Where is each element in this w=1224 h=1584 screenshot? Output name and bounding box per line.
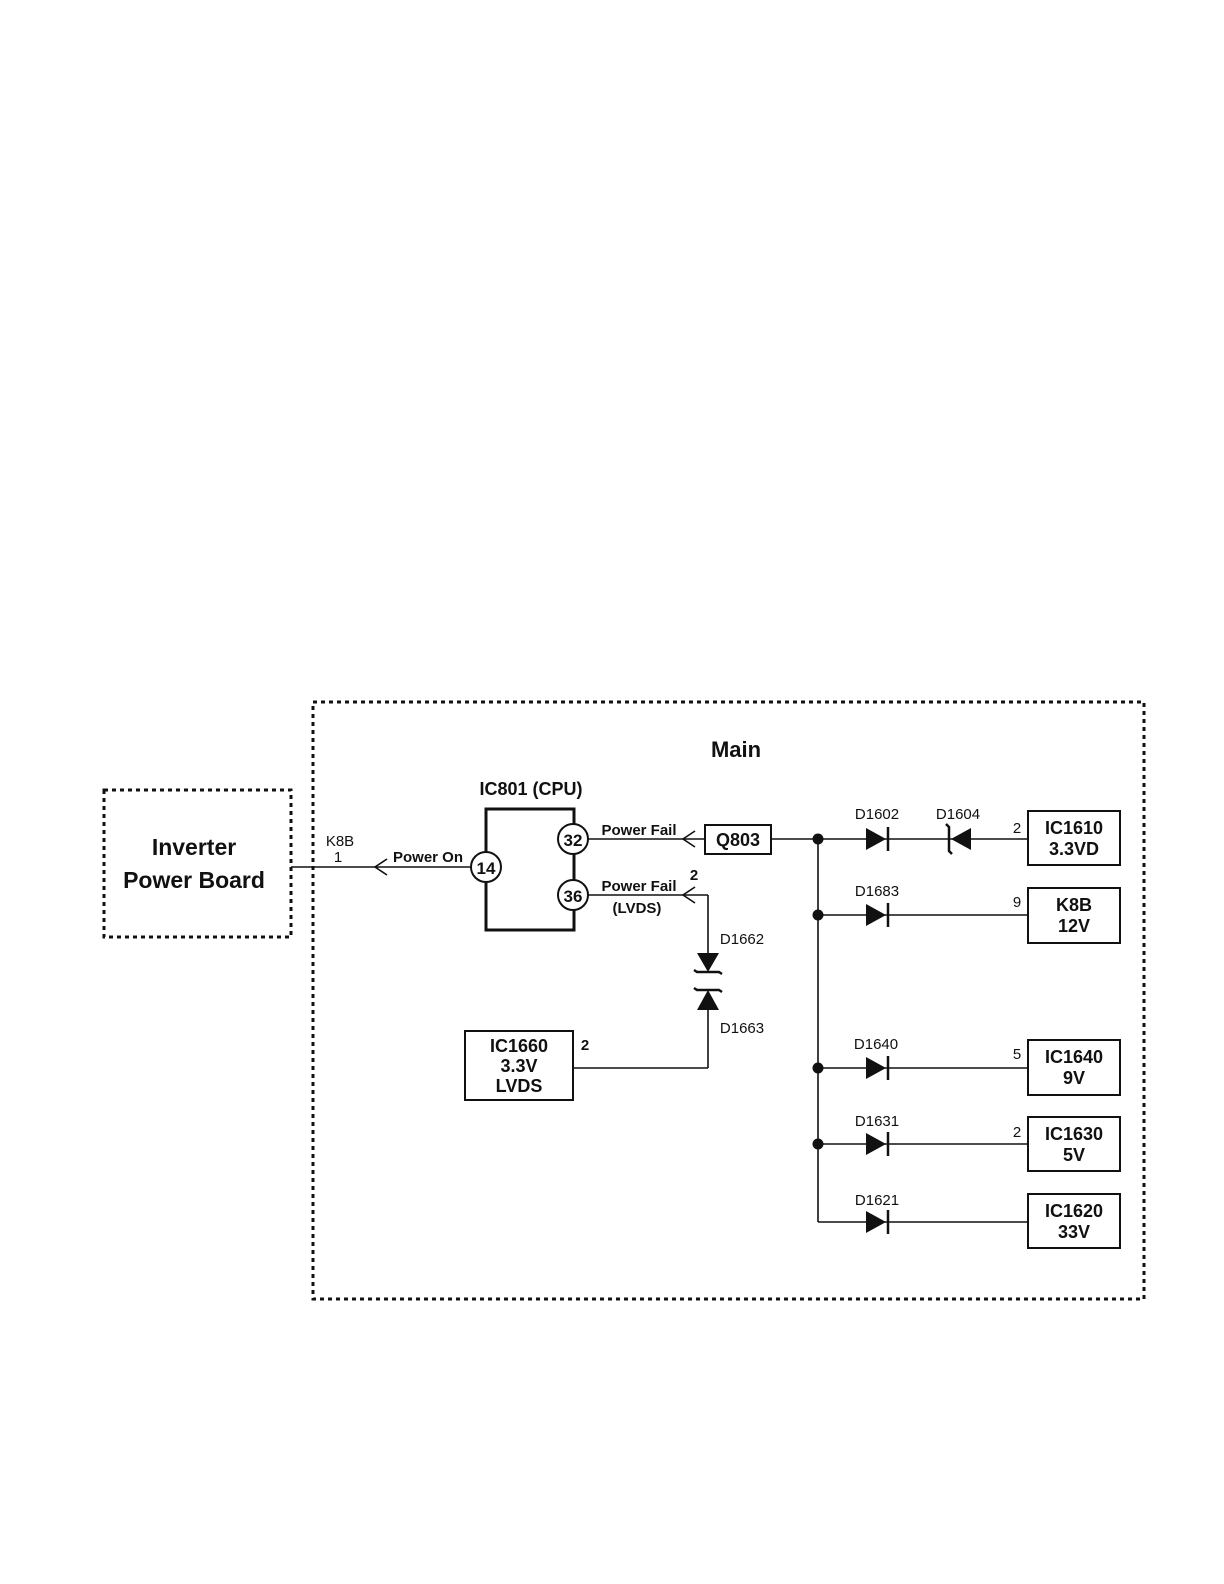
ic1610-pin: 2 bbox=[1013, 820, 1021, 837]
d1631-diode-symbol bbox=[866, 1133, 886, 1155]
ic1660-line2: 3.3V bbox=[500, 1056, 537, 1076]
lvds-pin-label: 2 bbox=[690, 867, 698, 884]
d1662-label: D1662 bbox=[720, 931, 764, 948]
ic1660-line3: LVDS bbox=[496, 1076, 543, 1096]
inverter-board-label-line2: Power Board bbox=[123, 867, 265, 893]
d1604-label: D1604 bbox=[936, 806, 980, 823]
ic1630-line1: IC1630 bbox=[1045, 1124, 1103, 1144]
d1621-label: D1621 bbox=[855, 1192, 899, 1209]
power-fail-label: Power Fail bbox=[601, 822, 676, 839]
d1621-diode-symbol bbox=[866, 1211, 886, 1233]
cpu-pin-32-label: 32 bbox=[564, 831, 583, 850]
cpu-pin-36-label: 36 bbox=[564, 887, 583, 906]
ic1610-line1: IC1610 bbox=[1045, 818, 1103, 838]
ic1660-pin: 2 bbox=[581, 1037, 589, 1054]
d1640-label: D1640 bbox=[854, 1036, 898, 1053]
ic1620-line2: 33V bbox=[1058, 1222, 1090, 1242]
d1663-diode-symbol bbox=[697, 990, 719, 1010]
d1683-label: D1683 bbox=[855, 883, 899, 900]
ic1630-line2: 5V bbox=[1063, 1145, 1085, 1165]
d1662-diode-symbol bbox=[697, 953, 719, 972]
d1604-diode-symbol bbox=[951, 828, 971, 850]
ic1610-line2: 3.3VD bbox=[1049, 839, 1099, 859]
ic1640-line2: 9V bbox=[1063, 1068, 1085, 1088]
q803-label: Q803 bbox=[716, 830, 760, 850]
inverter-board-label-line1: Inverter bbox=[152, 834, 236, 860]
cpu-pin-14-label: 14 bbox=[477, 859, 496, 878]
power-on-label: Power On bbox=[393, 849, 463, 866]
main-block-title: Main bbox=[711, 737, 761, 762]
power-fail-lvds-label: Power Fail bbox=[601, 878, 676, 895]
ic1620-line1: IC1620 bbox=[1045, 1201, 1103, 1221]
d1683-diode-symbol bbox=[866, 904, 886, 926]
inverter-board-box bbox=[104, 790, 291, 937]
cpu-title: IC801 (CPU) bbox=[479, 779, 582, 799]
ic1630-pin: 2 bbox=[1013, 1124, 1021, 1141]
k8b-supply-pin: 9 bbox=[1013, 894, 1021, 911]
d1663-label: D1663 bbox=[720, 1020, 764, 1037]
ic1660-line1: IC1660 bbox=[490, 1036, 548, 1056]
ic1640-pin: 5 bbox=[1013, 1046, 1021, 1063]
ic1640-line1: IC1640 bbox=[1045, 1047, 1103, 1067]
k8b-supply-line1: K8B bbox=[1056, 895, 1092, 915]
connector-k8b-name: K8B bbox=[326, 833, 354, 850]
d1640-diode-symbol bbox=[866, 1057, 886, 1079]
lvds-note: (LVDS) bbox=[613, 900, 662, 917]
d1602-label: D1602 bbox=[855, 806, 899, 823]
connector-k8b-pin: 1 bbox=[334, 849, 342, 866]
k8b-supply-line2: 12V bbox=[1058, 916, 1090, 936]
d1631-label: D1631 bbox=[855, 1113, 899, 1130]
main-block-border bbox=[313, 702, 1144, 1299]
d1602-diode-symbol bbox=[866, 828, 886, 850]
